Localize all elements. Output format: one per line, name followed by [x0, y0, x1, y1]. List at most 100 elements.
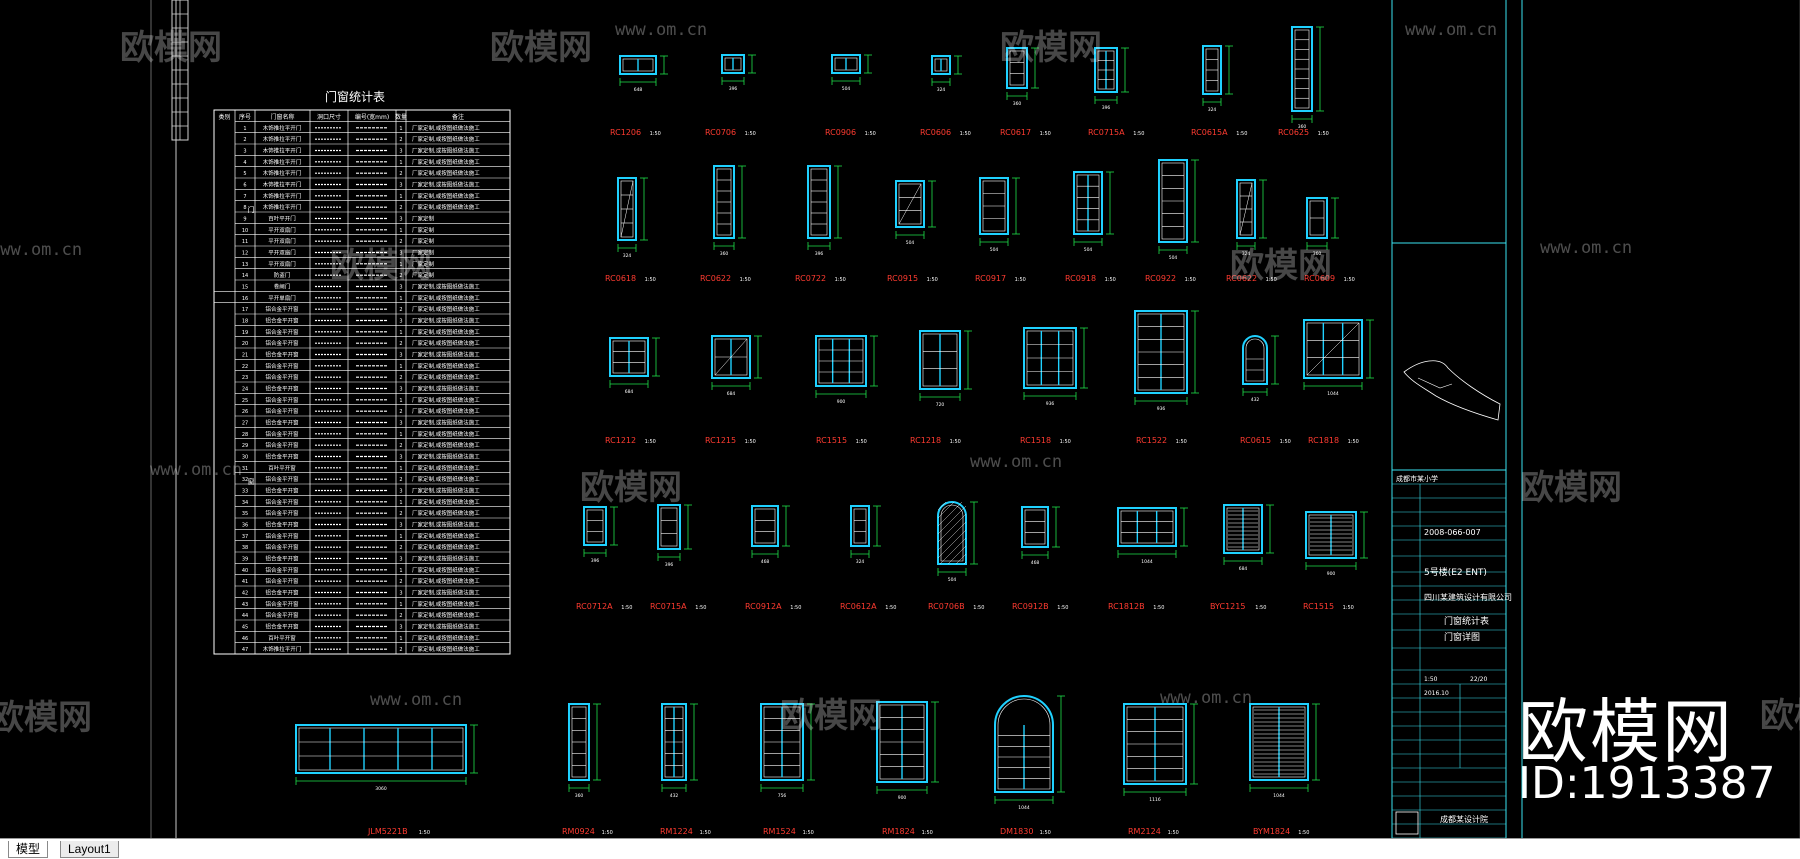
schedule-row-index: 41 [242, 579, 248, 585]
schedule-row-name: 铝合金平开窗 [265, 419, 299, 427]
tab-model[interactable]: 模型 [8, 841, 49, 858]
tb-date: 2016.10 [1424, 690, 1449, 697]
elevation-scale: 1:50 [790, 605, 801, 611]
schedule-row-index: 13 [242, 262, 248, 268]
elevation-label: RC0606 [920, 128, 951, 137]
elevation-scale: 1:50 [1168, 830, 1179, 836]
window-frame [751, 505, 779, 547]
schedule-row-name: 铝合金平开窗 [265, 623, 299, 631]
dim-text: 3060 [375, 786, 387, 792]
elevation-scale: 1:50 [1040, 830, 1051, 836]
schedule-row-index: 31 [242, 466, 248, 472]
elevation-scale: 1:50 [1133, 131, 1144, 137]
window-swing [1239, 182, 1253, 236]
schedule-row-qty: 3 [399, 217, 402, 223]
elevation-label: RC0617 [1000, 128, 1031, 137]
elevation-label: RC1218 [910, 436, 941, 445]
schedule-row-remark: 厂家定制,或按图纸做法施工 [412, 623, 480, 631]
elevation-scale: 1:50 [621, 605, 632, 611]
elevation-scale: 1:50 [1344, 277, 1355, 283]
schedule-row-name: 铝合金平开窗 [265, 407, 299, 415]
schedule-row-qty: 3 [399, 455, 402, 461]
tb-logo-box [1395, 811, 1419, 835]
schedule-row-qty: 1 [399, 330, 402, 336]
schedule-row-qty: 3 [399, 421, 402, 427]
schedule-row-remark: 厂家定制,或按图纸做法施工 [412, 339, 480, 347]
elevation-label: RC0615A [1191, 128, 1228, 137]
dim-text: 360 [1013, 101, 1022, 107]
elevation-scale: 1:50 [1280, 439, 1291, 445]
schedule-row-qty: 3 [399, 353, 402, 359]
elevation-label: RC0706 [705, 128, 736, 137]
schedule-row-remark: 厂家定制 [412, 226, 435, 234]
schedule-row-name: 平开双扇门 [268, 260, 296, 268]
schedule-row-name: 木饰推拉平开门 [263, 158, 302, 166]
schedule-row-qty: 1 [399, 500, 402, 506]
window-frame [760, 703, 804, 781]
elevation-label: RC0706B [928, 602, 965, 611]
schedule-row-index: 10 [242, 228, 248, 234]
schedule-row-index: 25 [242, 398, 248, 404]
schedule-row-remark: 厂家定制 [412, 249, 435, 257]
schedule-row-qty: 2 [399, 579, 402, 585]
elevation-scale: 1:50 [1348, 439, 1359, 445]
schedule-row-name: 铝合金平开窗 [265, 373, 299, 381]
schedule-row-index: 35 [242, 511, 248, 517]
schedule-row-name: 铝合金平开窗 [265, 351, 299, 359]
schedule-row-qty: 1 [399, 534, 402, 540]
elevation-scale: 1:50 [1015, 277, 1026, 283]
schedule-row-name: 铝合金平开窗 [265, 600, 299, 608]
watermark: 欧模网 [120, 28, 222, 68]
elevation-label: RC0906 [825, 128, 856, 137]
schedule-row-remark: 厂家定制,或按图纸做法施工 [412, 294, 480, 302]
schedule-row-index: 40 [242, 568, 248, 574]
schedule-row-name: 铝合金平开窗 [265, 521, 299, 529]
dim-text: 504 [1084, 247, 1093, 253]
schedule-row-qty: 2 [399, 205, 402, 211]
schedule-row-name: 铝合金平开窗 [265, 611, 299, 619]
dim-text: 900 [1327, 571, 1336, 577]
window-frame [931, 55, 951, 75]
schedule-row-name: 铝合金平开窗 [265, 317, 299, 325]
schedule-row-name: 平开双扇门 [268, 226, 296, 234]
elevation-label: RC0715A [650, 602, 687, 611]
elevation-scale: 1:50 [1236, 131, 1247, 137]
tab-layout1[interactable]: Layout1 [60, 841, 119, 858]
elevation-scale: 1:50 [650, 131, 661, 137]
elevation-scale: 1:50 [865, 131, 876, 137]
elevation-label: RC0912B [1012, 602, 1049, 611]
elevation-label: RC0625 [1278, 128, 1309, 137]
schedule-row-qty: 2 [399, 341, 402, 347]
schedule-row-remark: 厂家定制 [412, 215, 435, 223]
schedule-row-name: 铝合金平开窗 [265, 441, 299, 449]
dim-text: 396 [591, 558, 600, 564]
elevation-label: RC0715A [1088, 128, 1125, 137]
schedule-row-name: 木饰推拉平开门 [263, 124, 302, 132]
schedule-row-qty: 1 [399, 228, 402, 234]
elevation-label: RC0622 [700, 274, 731, 283]
window-frame [1223, 504, 1263, 554]
schedule-row-index: 23 [242, 375, 248, 381]
schedule-row-name: 防盗门 [274, 271, 291, 279]
window-inner [1120, 510, 1174, 544]
schedule-row-qty: 3 [399, 387, 402, 393]
schedule-header: 数量 [395, 113, 407, 121]
schedule-row-name: 铝合金平开窗 [265, 385, 299, 393]
schedule-row-remark: 厂家定制,或按图纸做法施工 [412, 385, 480, 393]
dim-text: 1044 [1327, 391, 1339, 397]
dim-text: 1044 [1018, 805, 1030, 811]
dim-text: 1044 [1141, 559, 1153, 565]
schedule-row-index: 39 [242, 557, 248, 563]
window-inner [754, 508, 776, 544]
tb-sheet: 22/20 [1470, 676, 1487, 683]
schedule-row-remark: 厂家定制,或按图纸做法施工 [412, 362, 480, 370]
elevation-label: RC0712A [576, 602, 613, 611]
elevation-scale: 1:50 [645, 439, 656, 445]
